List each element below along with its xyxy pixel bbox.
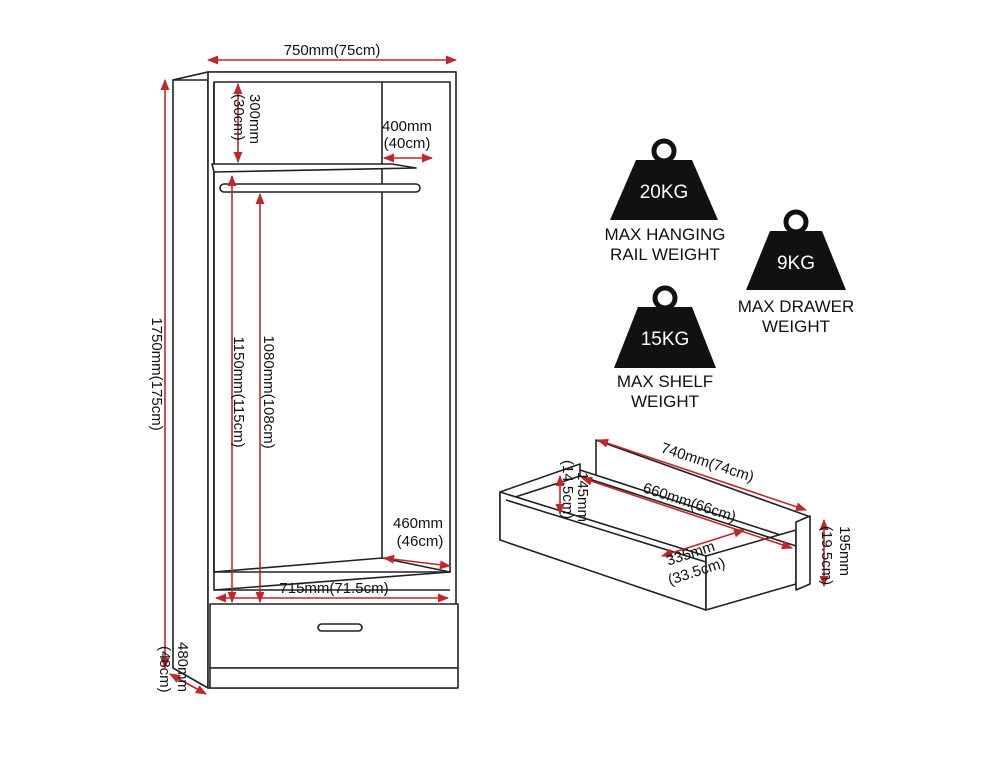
dim-line-depth (169, 673, 207, 695)
weight-icon-body (746, 231, 846, 290)
dim-label-top-space-cm: (30cm) (230, 94, 247, 141)
dim-label-shelf-depth-mm: 400mm (382, 118, 432, 135)
weight-icon (651, 138, 677, 164)
wardrobe-drawer-front (209, 603, 459, 669)
weight-value-15kg: 15KG (641, 329, 690, 350)
drawer-handle (317, 623, 363, 632)
wardrobe-side-panel (172, 71, 209, 689)
dim-label-shelf-depth-cm: (40cm) (384, 135, 431, 152)
wardrobe (172, 71, 459, 689)
weight-label-line1: MAX SHELF (617, 372, 713, 391)
dim-label-height: 1750mm(175cm) (148, 317, 165, 430)
weight-icon (783, 209, 809, 235)
drawer (499, 439, 811, 611)
dim-label-top-space-mm: 300mm (246, 94, 263, 144)
dim-line-base-depth (382, 554, 452, 570)
weight-value-20kg: 20KG (640, 182, 689, 203)
drawer-face (795, 515, 811, 591)
dim-label-depth-mm: 480mm (174, 642, 191, 692)
dim-line-drawer-inner-depth (660, 528, 746, 558)
dim-label-base-depth-cm: (46cm) (397, 533, 444, 550)
dim-label-width: 750mm(75cm) (284, 42, 381, 59)
dim-label-drawer-front-height-cm: (19.5cm) (818, 526, 835, 585)
dim-label-drawer-inner-height-cm: (14.5cm) (559, 460, 576, 519)
weight-label-line2: RAIL WEIGHT (610, 245, 720, 264)
dim-label-depth-cm: (48cm) (156, 646, 173, 693)
weight-20kg: 20KG MAX HANGING RAIL WEIGHT (605, 138, 726, 264)
wardrobe-interior-floor (213, 557, 451, 591)
weight-label-line1: MAX HANGING (605, 225, 726, 244)
wardrobe-plinth (209, 667, 459, 689)
weight-label-line2: WEIGHT (631, 392, 699, 411)
dim-line-drawer-inner-width (580, 476, 794, 550)
dim-label-drawer-front-height-mm: 195mm (836, 526, 853, 576)
weight-icon (652, 285, 678, 311)
weight-label-line2: WEIGHT (762, 317, 830, 336)
weight-value-9kg: 9KG (777, 253, 815, 274)
dim-label-inner-width: 715mm(71.5cm) (279, 580, 388, 597)
weight-label-line1: MAX DRAWER (738, 297, 855, 316)
hanging-rail (219, 183, 421, 193)
wardrobe-shelf (211, 163, 417, 173)
dim-label-base-depth-mm: 460mm (393, 515, 443, 532)
dim-label-interior-height: 1150mm(115cm) (230, 336, 247, 447)
wardrobe-front-frame (207, 71, 457, 689)
weight-15kg: 15KG MAX SHELF WEIGHT (614, 285, 716, 411)
dim-label-drawer-inner-height-mm: 145mm (574, 472, 591, 522)
weight-icon-body (614, 307, 716, 368)
wardrobe-dimensions: 750mm(75cm) 1750mm(175cm) 480mm (48cm) 3… (148, 42, 458, 695)
dim-label-rail-drop: 1080mm(108cm) (260, 335, 277, 448)
weight-icon-body (610, 160, 718, 220)
weight-9kg: 9KG MAX DRAWER WEIGHT (738, 209, 855, 336)
